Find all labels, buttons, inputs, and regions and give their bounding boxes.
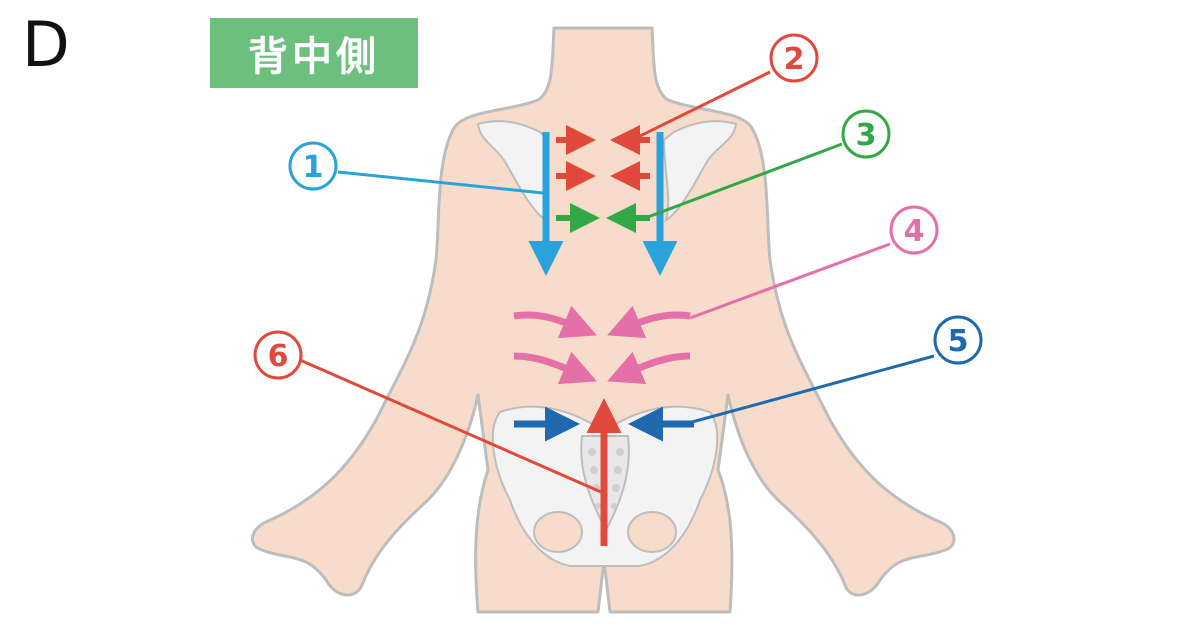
right-scapula: [662, 120, 738, 223]
panel-letter: D: [22, 8, 70, 81]
marker-2: 2: [769, 33, 819, 83]
marker-5: 5: [933, 315, 983, 365]
marker-3: 3: [841, 109, 891, 159]
marker-1: 1: [288, 141, 338, 191]
marker-6-label: 6: [268, 339, 289, 374]
left-obturator: [533, 511, 583, 553]
right-obturator: [627, 511, 677, 553]
leader-line-3: [639, 142, 843, 222]
view-label-badge: 背中側: [210, 18, 418, 88]
arrow-4-right-lower: [607, 351, 691, 385]
leader-line-4: [689, 242, 891, 320]
marker-1-label: 1: [303, 150, 324, 185]
arrow-4-right-upper: [607, 305, 691, 339]
arrow-4-left-upper: [513, 305, 597, 339]
marker-5-label: 5: [948, 324, 969, 359]
leader-line-6: [299, 358, 602, 494]
leader-line-1: [337, 170, 544, 195]
marker-2-label: 2: [784, 42, 805, 77]
marker-4-label: 4: [904, 214, 925, 249]
arrow-4-left-lower: [513, 351, 597, 385]
marker-4: 4: [889, 205, 939, 255]
leader-line-2: [635, 70, 771, 140]
marker-6: 6: [253, 330, 303, 380]
leader-line-5: [691, 354, 935, 424]
marker-3-label: 3: [856, 118, 877, 153]
